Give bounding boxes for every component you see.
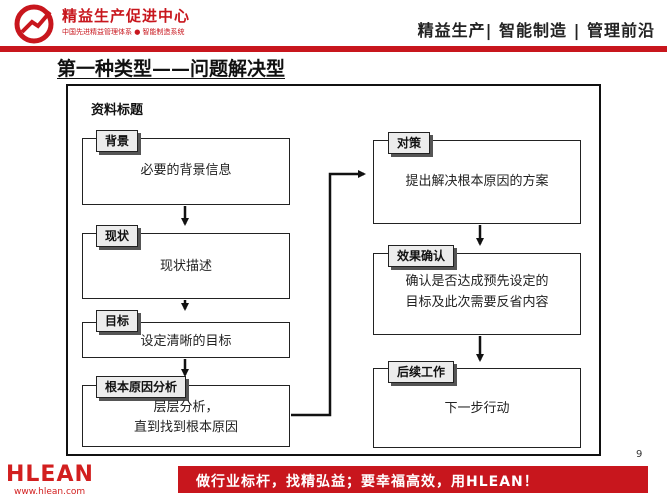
root-cause-text-line1: 层层分析，	[153, 400, 219, 415]
root-cause-tag: 根本原因分析	[96, 376, 187, 398]
current-state-tag: 现状	[96, 225, 139, 247]
background-tag: 背景	[96, 130, 139, 152]
current-state-text: 现状描述	[159, 259, 212, 274]
follow-up-text: 下一步行动	[444, 401, 510, 416]
effect-confirm-text-line1: 确认是否达成预先设定的	[405, 274, 549, 289]
footer-banner	[178, 466, 648, 493]
countermeasure-box	[373, 140, 581, 224]
background-text: 必要的背景信息	[140, 163, 232, 178]
footer-logo: HLEAN	[6, 462, 94, 487]
page-title: 第一种类型——问题解决型	[57, 58, 286, 80]
header-nav-text: 精益生产| 智能制造 | 管理前沿	[417, 21, 655, 40]
brand-title: 精益生产促进中心	[62, 7, 191, 25]
countermeasure-text: 提出解决根本原因的方案	[405, 174, 549, 189]
goal-text: 设定清晰的目标	[140, 334, 232, 349]
effect-confirm-tag: 效果确认	[388, 245, 455, 267]
goal-tag: 目标	[96, 310, 139, 332]
header-divider	[0, 46, 667, 52]
footer-url: www.hlean.com	[14, 487, 86, 497]
footer-slogan: 做行业标杆，找精弘益；要幸福高效，用HLEAN！	[196, 474, 539, 490]
frame-title: 资料标题	[91, 103, 144, 118]
arrow-rootcause-to-countermeasure	[291, 170, 366, 417]
follow-up-tag: 后续工作	[388, 361, 455, 383]
page-number: 9	[636, 449, 643, 460]
background-box	[82, 138, 290, 205]
countermeasure-tag: 对策	[388, 132, 431, 154]
root-cause-text-line2: 直到找到根本原因	[133, 420, 238, 435]
brand-subtitle: 中国先进精益管理体系 ● 智能制造系统	[62, 28, 185, 36]
hlean-circle-logo-icon	[14, 4, 54, 44]
effect-confirm-text-line2: 目标及此次需要反省内容	[405, 295, 549, 310]
